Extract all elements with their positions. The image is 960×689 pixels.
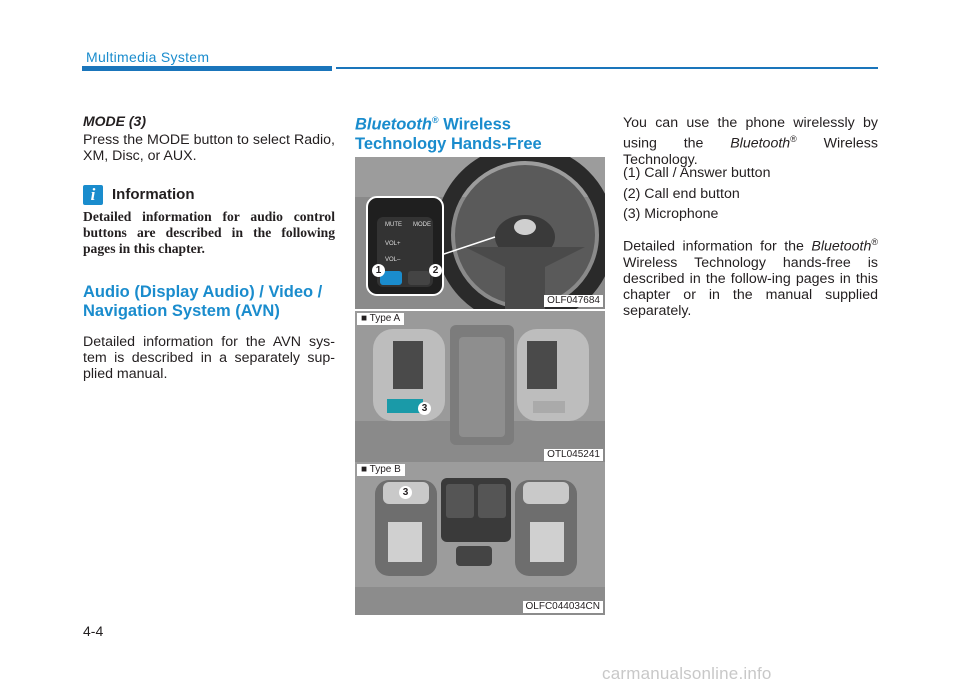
intro-post: Wireless Technology. <box>623 135 878 168</box>
callout-2: 2 <box>429 264 442 277</box>
intro-pre: You can use the phone wirelessly by usin… <box>623 115 878 152</box>
call-answer-button <box>380 271 402 285</box>
bluetooth-brand: Bluetooth <box>355 115 432 134</box>
info-text: Detailed information for audio control b… <box>83 209 335 256</box>
detail-pre: Detailed information for the <box>623 238 812 255</box>
header-bar <box>82 66 332 71</box>
header-rule <box>336 67 878 69</box>
page-number: 4-4 <box>83 623 104 639</box>
callout-1: 1 <box>372 264 385 277</box>
mode-text: Press the MODE button to select Radio, X… <box>83 132 335 164</box>
type-a-label: ■ Type A <box>357 313 405 325</box>
mute-button: MUTE <box>385 222 402 228</box>
bluetooth-heading: Bluetooth® Wireless Technology Hands-Fre… <box>355 111 605 154</box>
avn-text: Detailed information for the AVN sys-tem… <box>83 334 335 382</box>
section-title: Multimedia System <box>86 49 210 65</box>
avn-heading: Audio (Display Audio) / Video / Navigati… <box>83 283 323 320</box>
bluetooth-brand: Bluetooth <box>730 135 791 152</box>
mode-button: MODE <box>413 222 431 228</box>
type-b-label: ■ Type B <box>357 464 405 476</box>
vol-down-button: VOL– <box>385 257 401 263</box>
bluetooth-intro: You can use the phone wirelessly by usin… <box>623 115 878 168</box>
type-b-console-figure: ■ Type B 3 OLFC044034CN <box>355 462 605 615</box>
registered-mark: ® <box>431 115 439 125</box>
bluetooth-brand: Bluetooth <box>811 238 872 255</box>
info-icon: i <box>83 185 103 205</box>
steering-wheel-figure: MUTE MODE VOL+ VOL– 1 2 OLF047684 <box>355 157 605 309</box>
figure-code: OTL045241 <box>544 449 603 461</box>
detail-post: Wireless Technology hands-free is descri… <box>623 254 878 319</box>
bluetooth-detail: Detailed information for the Bluetooth® … <box>623 234 878 319</box>
list-item: (3) Microphone <box>623 206 719 222</box>
list-item: (1) Call / Answer button <box>623 165 771 181</box>
registered-mark: ® <box>790 134 797 144</box>
control-list: (1) Call / Answer button (2) Call end bu… <box>623 165 878 227</box>
figure-code: OLFC044034CN <box>522 601 603 613</box>
vol-up-button: VOL+ <box>385 241 401 247</box>
figure-code: OLF047684 <box>544 295 603 307</box>
callout-3-type-a: 3 <box>418 402 431 415</box>
info-label: Information <box>112 186 195 203</box>
callout-3-type-b: 3 <box>399 486 412 499</box>
list-item: (2) Call end button <box>623 185 740 202</box>
call-end-button <box>408 271 430 285</box>
heading-rest-2: Technology Hands-Free <box>355 134 542 153</box>
registered-mark: ® <box>871 237 878 247</box>
watermark: carmanualsonline.info <box>602 664 772 683</box>
heading-rest-1: Wireless <box>438 115 511 134</box>
type-a-console-figure: ■ Type A 3 OTL045241 <box>355 311 605 463</box>
mode-heading: MODE (3) <box>83 113 146 129</box>
